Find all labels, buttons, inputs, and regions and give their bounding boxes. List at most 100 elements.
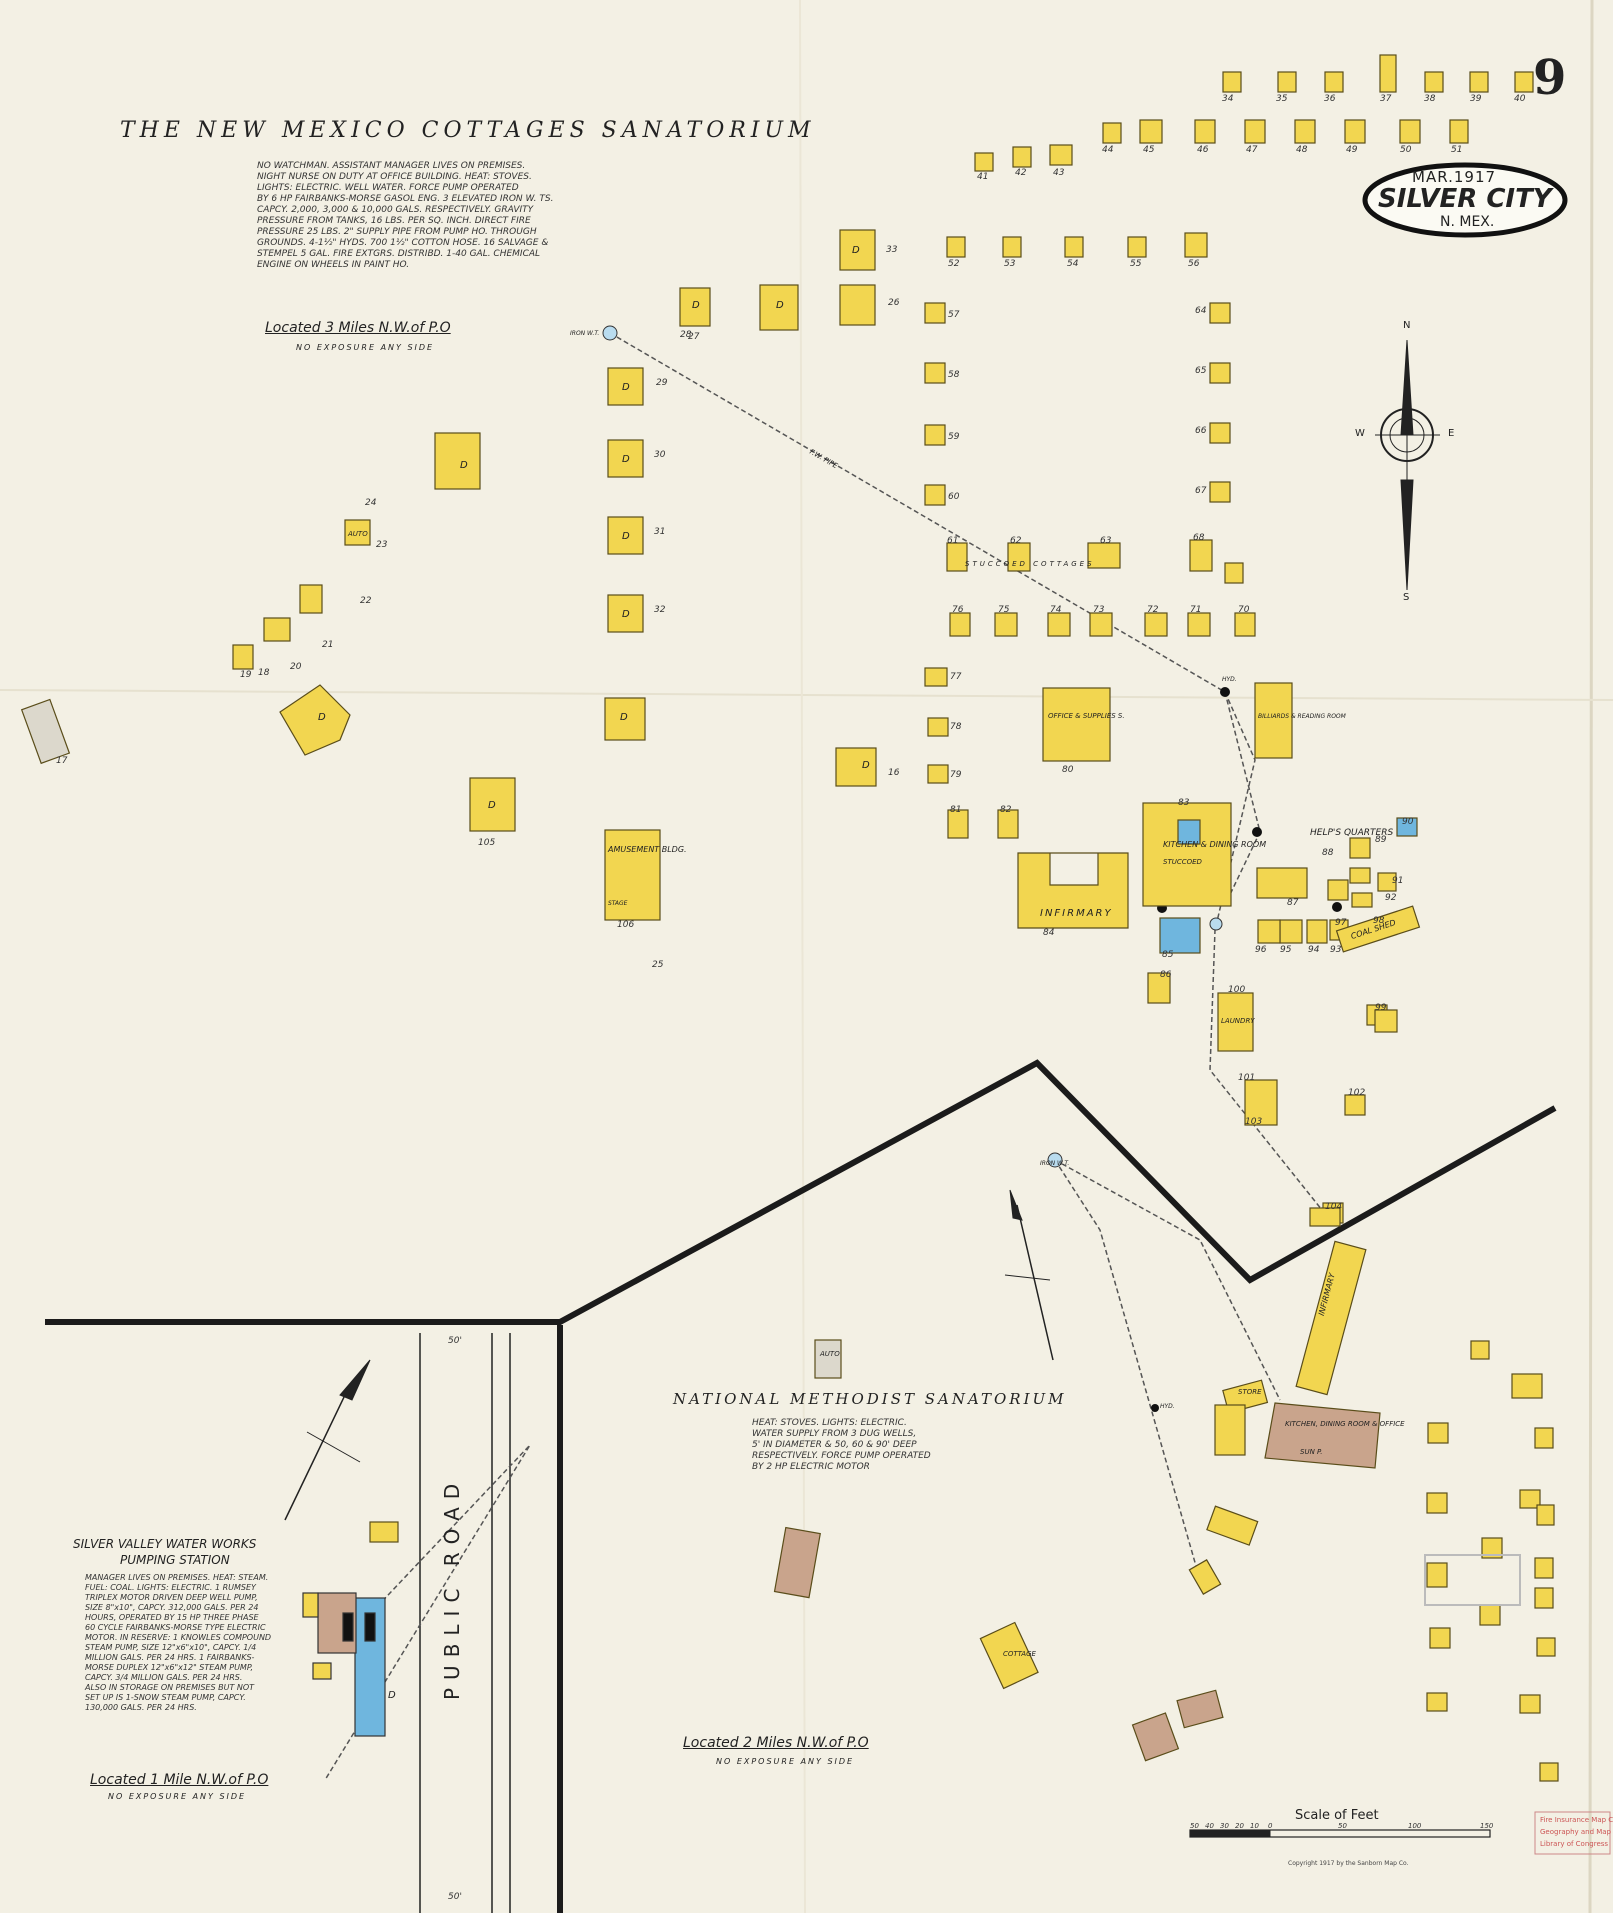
public-road — [419, 1333, 511, 1913]
building-number: 39 — [1470, 94, 1482, 104]
building-number: 44 — [1102, 145, 1114, 155]
building-number: 32 — [654, 605, 666, 615]
iron-water-tank — [1047, 1152, 1063, 1168]
building-number: 50 — [1400, 145, 1412, 155]
dwelling-label: D — [622, 609, 630, 620]
waterworks-title-line1: SILVER VALLEY WATER WORKS — [73, 1537, 257, 1551]
stamp-line: Fire Insurance Map Collection — [1540, 1816, 1613, 1824]
building-number: 68 — [1193, 533, 1205, 543]
building-number: 96 — [1255, 945, 1267, 955]
building-number: 85 — [1162, 950, 1174, 960]
sheet-number: 9 — [1533, 50, 1567, 106]
helps-quarters-label: HELP'S QUARTERS — [1310, 828, 1394, 838]
cottage-label: COTTAGE — [1003, 1650, 1036, 1658]
building-number: 82 — [1000, 805, 1012, 815]
hydrant-label: HYD. — [1222, 676, 1237, 683]
auto-house-label: AUTO — [820, 1350, 840, 1358]
building-number: 47 — [1246, 145, 1258, 155]
building-number: 48 — [1296, 145, 1308, 155]
building-number: 94 — [1308, 945, 1320, 955]
dwelling-label: D — [460, 460, 468, 471]
building-number: 71 — [1190, 605, 1202, 615]
dwelling-label: D — [692, 300, 700, 311]
building-number: 28 — [680, 330, 692, 340]
kitchen-2-label: KITCHEN, DINING ROOM & OFFICE — [1285, 1420, 1405, 1428]
road-width-top: 50' — [448, 1336, 462, 1346]
scale-tick: 50 — [1338, 1822, 1347, 1830]
building-number: 76 — [952, 605, 964, 615]
scale-tick: 20 — [1235, 1822, 1244, 1830]
building-number: 31 — [654, 527, 666, 537]
hydrant — [1220, 687, 1230, 697]
library-stamp — [1534, 1811, 1611, 1855]
building-number: 100 — [1228, 985, 1246, 995]
building-number: 38 — [1424, 94, 1436, 104]
stage-label: STAGE — [608, 900, 628, 907]
badge-state: N. MEX. — [1440, 214, 1495, 230]
building-number: 23 — [376, 540, 388, 550]
iron-water-tank — [1209, 917, 1223, 931]
building-number: 57 — [948, 310, 960, 320]
dwellings — [20, 229, 877, 832]
scale-tick: 30 — [1220, 1822, 1229, 1830]
building-number: 106 — [617, 920, 635, 930]
infirmary-label: INFIRMARY — [1040, 908, 1113, 919]
sun-porch-label: SUN P. — [1300, 1448, 1323, 1456]
cottages-title: THE NEW MEXICO COTTAGES SANATORIUM — [120, 118, 816, 143]
cottages-exposure: NO EXPOSURE ANY SIDE — [296, 343, 435, 352]
dwelling-label: D — [862, 760, 870, 771]
building-number: 73 — [1093, 605, 1105, 615]
water-tank-label: IRON W.T. — [1040, 1160, 1070, 1167]
sheet-badge — [1362, 162, 1568, 238]
building-number: 43 — [1053, 168, 1065, 178]
waterworks-notes: MANAGER LIVES ON PREMISES. HEAT: STEAM. … — [85, 1573, 272, 1712]
building-number: 51 — [1451, 145, 1463, 155]
dwelling-label: D — [852, 245, 860, 256]
building-number: 55 — [1130, 259, 1142, 269]
dwelling-label: D — [388, 1690, 396, 1701]
building-number: 22 — [360, 596, 372, 606]
building-number: 88 — [1322, 848, 1334, 858]
building-number: 80 — [1062, 765, 1074, 775]
dwelling-label: D — [622, 531, 630, 542]
building-number: 79 — [950, 770, 962, 780]
building-number: 45 — [1143, 145, 1155, 155]
hydrant-label: HYD. — [1160, 1403, 1175, 1410]
building-number: 60 — [948, 492, 960, 502]
building-number: 87 — [1287, 898, 1299, 908]
hydrant — [1332, 902, 1342, 912]
building-number: 104 — [1325, 1202, 1343, 1212]
scale-tick: 100 — [1408, 1822, 1422, 1830]
building-number: 98 — [1373, 916, 1385, 926]
building-number: 26 — [888, 298, 900, 308]
compass-north: N — [1403, 320, 1411, 331]
building-number: 61 — [947, 536, 959, 546]
scale-tick: 50 — [1190, 1822, 1199, 1830]
building-number: 56 — [1188, 259, 1200, 269]
building-number: 72 — [1147, 605, 1159, 615]
building-number: 83 — [1178, 798, 1190, 808]
building-number: 42 — [1015, 168, 1027, 178]
building-number: 25 — [652, 960, 664, 970]
kitchen-stuccoed: STUCCOED — [1163, 858, 1202, 866]
main-buildings — [604, 682, 1421, 1227]
building-number: 54 — [1067, 259, 1079, 269]
road-width-bottom: 50' — [448, 1892, 462, 1902]
building-number: 99 — [1375, 1003, 1387, 1013]
scale-tick: 10 — [1250, 1822, 1259, 1830]
dwelling-label: D — [622, 382, 630, 393]
hydrant — [1252, 827, 1262, 837]
building-number: 74 — [1050, 605, 1062, 615]
scale-title: Scale of Feet — [1295, 1808, 1379, 1823]
building-number: 81 — [950, 805, 962, 815]
building-number: 46 — [1197, 145, 1209, 155]
building-number: 17 — [56, 756, 68, 766]
building-number: 63 — [1100, 536, 1112, 546]
dwelling-label: D — [622, 454, 630, 465]
cottages-location: Located 3 Miles N.W.of P.O — [265, 320, 451, 336]
building-number: 91 — [1392, 876, 1404, 886]
scale-tick: 0 — [1268, 1822, 1273, 1830]
building-number: 36 — [1324, 94, 1336, 104]
water-tank-label: IRON W.T. — [570, 330, 600, 337]
building-number: 70 — [1238, 605, 1250, 615]
